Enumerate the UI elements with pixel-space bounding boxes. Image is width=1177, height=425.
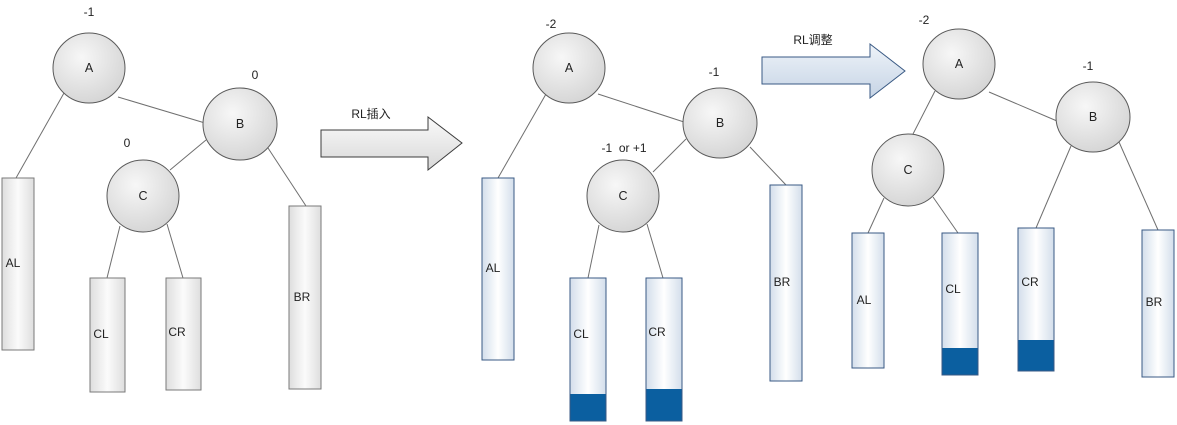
balance-c: -1 or +1 bbox=[601, 141, 646, 155]
arrow-adjust-label: RL调整 bbox=[793, 32, 832, 47]
subtree-br-label: BR bbox=[774, 275, 791, 289]
arrow-insert-label: RL插入 bbox=[351, 107, 390, 121]
arrow-right-icon bbox=[320, 115, 463, 172]
node-c bbox=[106, 159, 180, 233]
edge-a-al bbox=[15, 92, 65, 179]
node-a-label: A bbox=[565, 61, 574, 75]
subtree-al bbox=[481, 177, 515, 361]
balance-b: -1 bbox=[709, 65, 720, 79]
balance-c: 0 bbox=[124, 136, 131, 150]
edge-c-cr bbox=[646, 223, 664, 279]
node-b-label: B bbox=[716, 116, 724, 130]
arrow-rl-adjust: RL调整 bbox=[761, 32, 906, 100]
edge-b-br bbox=[267, 147, 307, 207]
subtree-al bbox=[1, 177, 35, 351]
subtree-cl-label: CL bbox=[573, 327, 589, 341]
subtree-cr-label: CR bbox=[1021, 275, 1039, 289]
subtree-br bbox=[288, 205, 322, 390]
edge-a-b bbox=[597, 93, 685, 123]
node-a bbox=[532, 32, 606, 104]
edge-a-c bbox=[912, 90, 936, 135]
node-a bbox=[52, 32, 126, 104]
node-a-label: A bbox=[955, 57, 964, 71]
panel-after-rotation: A -2 B -1 C AL CL CR BR bbox=[851, 13, 1175, 378]
node-b bbox=[1055, 81, 1131, 153]
subtree-al-label: AL bbox=[857, 293, 872, 307]
subtree-cl-growth bbox=[570, 394, 606, 421]
subtree-al-label: AL bbox=[486, 261, 501, 275]
subtree-cr-growth bbox=[1018, 340, 1054, 371]
edge-a-al bbox=[497, 93, 547, 179]
edge-c-cl bbox=[106, 225, 121, 279]
node-a-label: A bbox=[85, 61, 94, 75]
subtree-al-label: AL bbox=[6, 256, 21, 270]
balance-a: -2 bbox=[546, 17, 557, 31]
subtree-cl-growth bbox=[942, 348, 978, 375]
edge-c-cl bbox=[587, 224, 600, 279]
subtree-cl-label: CL bbox=[93, 327, 109, 341]
subtree-cr-growth bbox=[646, 389, 682, 421]
node-c-label: C bbox=[618, 189, 627, 203]
edge-c-cr bbox=[166, 223, 184, 279]
subtree-al bbox=[851, 232, 885, 369]
edge-c-cl bbox=[932, 196, 959, 234]
subtree-cr-label: CR bbox=[168, 325, 186, 339]
subtree-cr bbox=[165, 277, 202, 391]
subtree-br bbox=[769, 184, 803, 382]
subtree-br-label: BR bbox=[294, 290, 311, 304]
node-b bbox=[202, 87, 278, 161]
edge-b-cr bbox=[1035, 145, 1072, 229]
panel-after-insert: A -2 B -1 C -1 or +1 AL CL CR BR bbox=[481, 17, 803, 422]
balance-a: -2 bbox=[919, 13, 930, 27]
arrow-right-icon bbox=[761, 42, 906, 100]
subtree-cr-label: CR bbox=[648, 325, 666, 339]
subtree-cl-label: CL bbox=[945, 282, 961, 296]
balance-b: 0 bbox=[252, 68, 259, 82]
node-c-label: C bbox=[138, 189, 147, 203]
balance-a: -1 bbox=[84, 5, 95, 19]
node-b-label: B bbox=[1089, 110, 1097, 124]
edge-a-b bbox=[988, 91, 1058, 122]
balance-b: -1 bbox=[1083, 59, 1094, 73]
edge-b-br bbox=[749, 146, 787, 186]
edge-a-b bbox=[117, 96, 206, 124]
node-c bbox=[871, 133, 945, 207]
edge-b-br bbox=[1118, 141, 1159, 231]
subtree-br-label: BR bbox=[1146, 295, 1163, 309]
edge-c-al bbox=[867, 197, 885, 234]
node-c-label: C bbox=[903, 163, 912, 177]
subtree-cl bbox=[89, 277, 126, 393]
arrow-rl-insert: RL插入 bbox=[320, 107, 463, 172]
node-b-label: B bbox=[236, 117, 244, 131]
edge-b-c bbox=[169, 139, 207, 171]
node-a bbox=[922, 28, 996, 100]
node-b bbox=[682, 87, 758, 159]
panel-before-insert: A -1 B 0 C 0 AL CL CR BR bbox=[1, 5, 322, 393]
edge-b-c bbox=[652, 138, 687, 173]
subtree-br bbox=[1141, 229, 1175, 378]
node-c bbox=[586, 159, 660, 233]
